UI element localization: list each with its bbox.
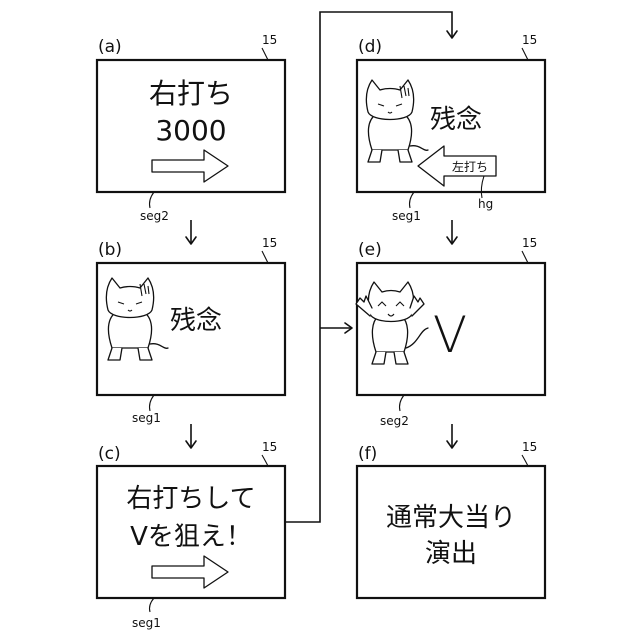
panel-d-arrow-text: 左打ち xyxy=(452,159,488,174)
panel-a: (a) 15 右打ち 3000 seg2 xyxy=(97,33,285,223)
panel-a-label: (a) xyxy=(98,37,122,57)
panel-a-line2: 3000 xyxy=(155,114,226,147)
panel-b-seg: seg1 xyxy=(132,411,161,425)
panel-d-ref: 15 xyxy=(522,33,537,47)
panel-f: (f) 15 通常大当り 演出 xyxy=(357,440,545,598)
panel-f-line1: 通常大当り xyxy=(386,503,516,533)
panel-b: (b) 15 残念 seg1 xyxy=(97,236,285,425)
panel-e-seg: seg2 xyxy=(380,414,409,428)
panel-d-text: 残念 xyxy=(430,105,482,135)
panel-f-label: (f) xyxy=(358,444,377,464)
panel-e-ref: 15 xyxy=(522,236,537,250)
panel-c: (c) 15 右打ちして Vを狙え！ seg1 xyxy=(97,440,285,630)
panel-d: (d) 15 残念 左打ち seg1 hg xyxy=(357,33,545,223)
panel-f-line2: 演出 xyxy=(425,539,477,569)
panel-e-text: V xyxy=(433,306,467,364)
panel-c-label: (c) xyxy=(98,444,121,464)
panel-b-ref: 15 xyxy=(262,236,277,250)
panel-e-label: (e) xyxy=(358,240,382,260)
panel-a-seg: seg2 xyxy=(140,209,169,223)
panel-c-line1: 右打ちして xyxy=(126,484,255,514)
panel-d-label: (d) xyxy=(358,37,382,57)
panel-d-seg: seg1 xyxy=(392,209,421,223)
panel-c-seg: seg1 xyxy=(132,616,161,630)
panel-a-line1: 右打ち xyxy=(149,77,233,110)
panel-b-text: 残念 xyxy=(170,306,222,336)
panel-d-hg: hg xyxy=(478,197,493,211)
panel-c-ref: 15 xyxy=(262,440,277,454)
panel-f-ref: 15 xyxy=(522,440,537,454)
panel-a-ref: 15 xyxy=(262,33,277,47)
panel-b-label: (b) xyxy=(98,240,122,260)
panel-c-line2: Vを狙え！ xyxy=(130,522,252,552)
panel-e: (e) 15 V seg2 xyxy=(356,236,545,428)
